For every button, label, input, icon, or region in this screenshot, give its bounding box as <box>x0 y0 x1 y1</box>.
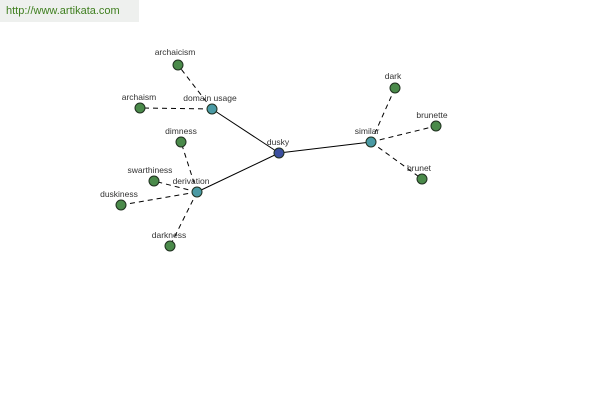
edge-similar-dark <box>370 87 396 143</box>
edge-dusky-domain-usage <box>211 108 280 154</box>
graph-edges <box>120 64 437 247</box>
label-similar: similar <box>355 126 380 136</box>
label-dusky: dusky <box>267 137 290 147</box>
label-brunette: brunette <box>416 110 447 120</box>
graph-labels: dusky domain usage derivation similar ar… <box>100 47 448 240</box>
label-dark: dark <box>385 71 402 81</box>
node-archaism[interactable] <box>134 102 146 114</box>
label-archaicism: archaicism <box>155 47 196 57</box>
node-dimness[interactable] <box>175 136 187 148</box>
label-domain-usage: domain usage <box>183 93 237 103</box>
edge-derivation-darkness <box>169 191 198 247</box>
node-duskiness[interactable] <box>115 199 127 211</box>
label-dimness: dimness <box>165 126 197 136</box>
node-domain-usage[interactable] <box>206 103 218 115</box>
edge-derivation-swarthiness <box>153 180 198 193</box>
edge-similar-brunette <box>370 125 437 143</box>
label-archaism: archaism <box>122 92 156 102</box>
node-derivation[interactable] <box>191 186 203 198</box>
edge-derivation-duskiness <box>120 191 198 206</box>
node-similar[interactable] <box>365 136 377 148</box>
label-brunet: brunet <box>407 163 432 173</box>
node-brunette[interactable] <box>430 120 442 132</box>
node-archaicism[interactable] <box>172 59 184 71</box>
edge-dusky-similar <box>278 141 372 154</box>
edge-dusky-derivation <box>196 152 280 193</box>
edge-domain-usage-archaicism <box>177 64 213 110</box>
node-dark[interactable] <box>389 82 401 94</box>
node-dusky[interactable] <box>273 147 285 159</box>
site-url-link[interactable]: http://www.artikata.com <box>0 0 139 22</box>
label-swarthiness: swarthiness <box>128 165 173 175</box>
graph-nodes <box>115 59 442 252</box>
label-darkness: darkness <box>152 230 187 240</box>
edge-similar-brunet <box>370 141 423 180</box>
edge-domain-usage-archaism <box>139 107 213 110</box>
label-duskiness: duskiness <box>100 189 138 199</box>
node-swarthiness[interactable] <box>148 175 160 187</box>
node-darkness[interactable] <box>164 240 176 252</box>
node-brunet[interactable] <box>416 173 428 185</box>
label-derivation: derivation <box>173 176 210 186</box>
